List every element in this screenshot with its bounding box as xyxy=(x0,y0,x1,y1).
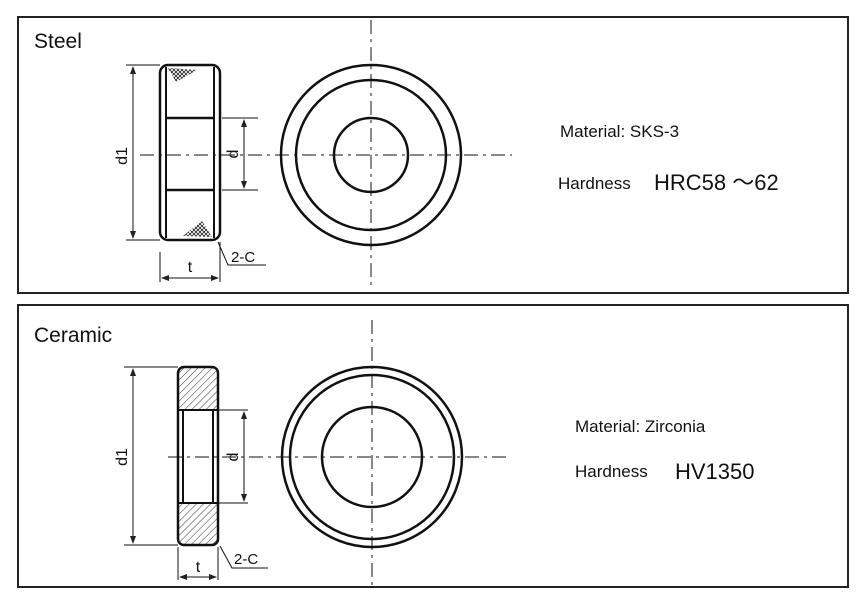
hardness-label: Hardness xyxy=(558,174,631,193)
steel-panel: Steel d1 d t 2-C xyxy=(17,16,849,294)
material-label: Material: SKS-3 xyxy=(560,122,679,141)
front-view xyxy=(168,320,510,590)
panel-title: Steel xyxy=(34,30,82,53)
d1-label: d1 xyxy=(114,147,131,165)
material-label: Material: Zirconia xyxy=(575,417,706,436)
side-view xyxy=(126,63,266,282)
d-label: d xyxy=(225,150,242,159)
hardness-label: Hardness xyxy=(575,462,648,481)
front-view xyxy=(140,20,512,290)
t-label: t xyxy=(188,259,193,276)
hardness-value: HRC58 ～62 xyxy=(654,170,779,195)
chamfer-label: 2-C xyxy=(234,551,258,568)
chamfer-label: 2-C xyxy=(231,249,255,266)
t-label: t xyxy=(196,559,201,576)
ceramic-panel: Ceramic d1 d t 2-C xyxy=(17,304,849,590)
d1-label: d1 xyxy=(114,448,131,466)
hardness-value: HV1350 xyxy=(675,459,755,484)
side-view xyxy=(124,365,268,580)
panel-title: Ceramic xyxy=(34,324,112,347)
